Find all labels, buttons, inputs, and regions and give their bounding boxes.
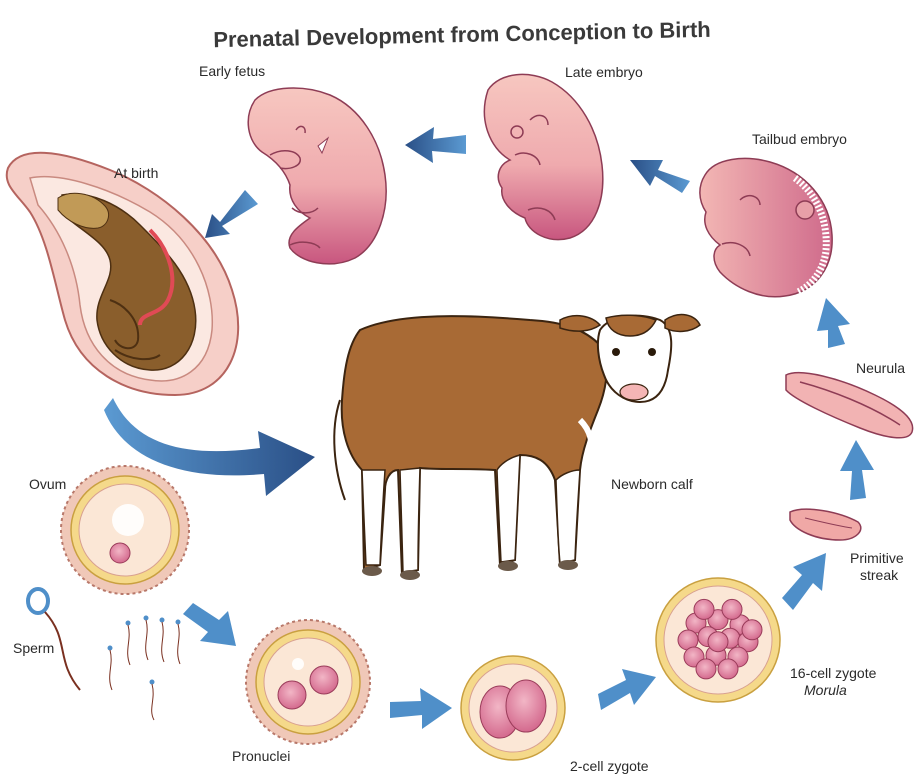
morula-cell xyxy=(742,620,762,640)
arrow-ovum-to-pronuclei xyxy=(183,603,236,646)
label-newborn-calf: Newborn calf xyxy=(611,476,693,492)
morula-cell xyxy=(708,632,728,652)
label-late-embryo: Late embryo xyxy=(565,64,643,80)
ovum-illustration xyxy=(61,466,189,594)
label-primitive-line2: streak xyxy=(850,567,904,584)
label-early-fetus: Early fetus xyxy=(199,63,265,79)
label-primitive-line1: Primitive xyxy=(850,550,904,567)
label-neurula: Neurula xyxy=(856,360,905,376)
morula-illustration xyxy=(656,578,780,702)
label-at-birth: At birth xyxy=(114,165,158,181)
arrow-early-fetus-to-birth xyxy=(205,190,258,238)
label-sixteen-cell: 16-cell zygote Morula xyxy=(790,665,876,699)
morula-cell xyxy=(694,599,714,619)
morula-cell xyxy=(718,659,738,679)
label-sixteen-cell-line2: Morula xyxy=(790,682,876,699)
two-cell-zygote-illustration xyxy=(461,656,565,760)
label-tailbud-embryo: Tailbud embryo xyxy=(752,131,847,147)
neurula-illustration xyxy=(786,373,913,438)
primitive-streak-illustration xyxy=(790,509,861,540)
pronuclei-illustration xyxy=(246,620,370,744)
arrow-pronuclei-to-two-cell xyxy=(390,688,452,729)
arrow-two-cell-to-morula xyxy=(598,669,656,710)
arrow-tailbud-to-late-embryo xyxy=(630,160,690,193)
label-pronuclei: Pronuclei xyxy=(232,748,290,764)
arrow-primitive-to-neurula xyxy=(840,440,874,500)
at-birth-illustration xyxy=(7,153,238,395)
arrow-morula-to-primitive xyxy=(782,553,826,610)
late-embryo-illustration xyxy=(484,74,602,239)
tailbud-embryo-illustration xyxy=(700,158,832,296)
arrow-late-embryo-to-early-fetus xyxy=(405,127,466,163)
arrow-neurula-to-tailbud xyxy=(817,298,850,348)
morula-cell xyxy=(722,599,742,619)
label-primitive-streak: Primitive streak xyxy=(850,550,904,584)
label-two-cell: 2-cell zygote xyxy=(570,758,649,774)
newborn-calf-illustration xyxy=(334,315,700,580)
label-sixteen-cell-line1: 16-cell zygote xyxy=(790,665,876,682)
label-ovum: Ovum xyxy=(29,476,66,492)
label-sperm: Sperm xyxy=(13,640,54,656)
morula-cell xyxy=(696,659,716,679)
early-fetus-illustration xyxy=(248,88,386,264)
